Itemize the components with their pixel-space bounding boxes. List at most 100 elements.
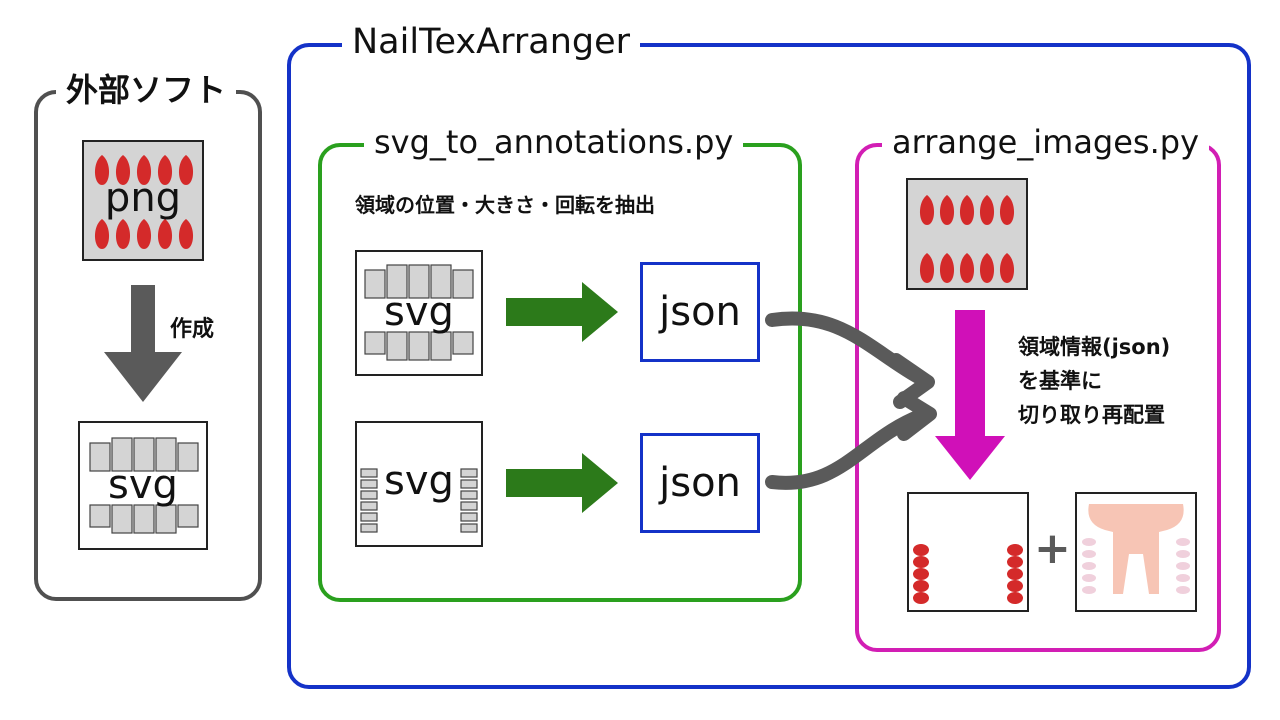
region-rect bbox=[89, 442, 111, 472]
nail-spot bbox=[1176, 550, 1190, 558]
create-arrow-icon bbox=[104, 285, 182, 402]
json-output-1-label: json bbox=[659, 289, 741, 335]
region-rect bbox=[460, 523, 478, 533]
region-rect bbox=[155, 437, 177, 472]
region-rect bbox=[460, 501, 478, 511]
region-rect bbox=[111, 504, 133, 534]
nail-shape bbox=[999, 195, 1015, 225]
magenta-down-arrow-icon bbox=[935, 310, 1005, 480]
svg-input-2-label: svg bbox=[384, 458, 454, 504]
nail-shape bbox=[94, 219, 110, 249]
source-nail-image bbox=[906, 178, 1028, 290]
nailtexarranger-title: NailTexArranger bbox=[342, 25, 641, 60]
png-label: png bbox=[104, 175, 182, 221]
svg-to-annotations-title: svg_to_annotations.py bbox=[364, 126, 744, 158]
region-rect bbox=[408, 264, 430, 299]
note-line-3: 切り取り再配置 bbox=[1018, 403, 1165, 427]
region-rect bbox=[364, 331, 386, 355]
png-nail-image: png bbox=[82, 140, 204, 261]
region-rect bbox=[386, 264, 408, 299]
nail-spot bbox=[1082, 574, 1096, 582]
nail-shape bbox=[913, 556, 929, 568]
nail-shape bbox=[1007, 580, 1023, 592]
note-line-2: を基準に bbox=[1018, 369, 1102, 393]
region-rect bbox=[360, 479, 378, 489]
region-rect bbox=[460, 490, 478, 500]
region-info-note: 領域情報(json) を基準に 切り取り再配置 bbox=[1018, 337, 1170, 439]
nail-shape bbox=[939, 195, 955, 225]
nail-shapes-icon bbox=[919, 195, 1015, 283]
region-rect bbox=[430, 264, 452, 299]
nail-shape bbox=[939, 253, 955, 283]
region-rect bbox=[430, 331, 452, 361]
region-rect bbox=[452, 331, 474, 355]
nail-spot bbox=[1176, 562, 1190, 570]
nail-shape bbox=[979, 253, 995, 283]
nail-shape bbox=[157, 219, 173, 249]
nail-shape bbox=[919, 253, 935, 283]
arranged-nail-texture bbox=[907, 492, 1029, 612]
region-rects-icon bbox=[364, 264, 474, 361]
nail-shape bbox=[913, 544, 929, 556]
nail-shapes-icon bbox=[94, 155, 194, 249]
nail-shape bbox=[919, 195, 935, 225]
nail-spot bbox=[1176, 538, 1190, 546]
create-label: 作成 bbox=[170, 317, 215, 342]
json-output-2-label: json bbox=[659, 460, 741, 506]
region-rect bbox=[360, 468, 378, 478]
green-arrow-1-icon bbox=[506, 282, 618, 342]
region-rect bbox=[360, 490, 378, 500]
nail-spot bbox=[1082, 538, 1096, 546]
nail-spot bbox=[1176, 586, 1190, 594]
extract-description: 領域の位置・大きさ・回転を抽出 bbox=[355, 193, 655, 217]
nail-shape bbox=[1007, 556, 1023, 568]
arrange-images-title: arrange_images.py bbox=[882, 126, 1210, 158]
region-rect bbox=[460, 468, 478, 478]
nail-shape bbox=[136, 155, 152, 185]
nail-shape bbox=[913, 568, 929, 580]
json-output-1: json bbox=[640, 262, 760, 362]
nailtexarranger-frame bbox=[287, 43, 1251, 689]
region-rect bbox=[386, 331, 408, 361]
region-rect bbox=[364, 269, 386, 299]
green-arrow-2-icon bbox=[506, 453, 618, 513]
json-output-2: json bbox=[640, 433, 760, 533]
external-software-title: 外部ソフト bbox=[56, 74, 237, 106]
region-rect bbox=[155, 504, 177, 534]
region-rect bbox=[177, 504, 199, 528]
svg-template-image: svg bbox=[78, 421, 208, 550]
nail-shape bbox=[115, 155, 131, 185]
region-rect bbox=[89, 504, 111, 528]
svg-input-1-label: svg bbox=[384, 289, 454, 335]
region-rect bbox=[133, 437, 155, 472]
region-rect bbox=[111, 437, 133, 472]
nail-shape bbox=[959, 253, 975, 283]
nail-shape bbox=[999, 253, 1015, 283]
nail-shape bbox=[115, 219, 131, 249]
region-rect bbox=[177, 442, 199, 472]
plus-sign: + bbox=[1034, 523, 1071, 574]
nail-shape bbox=[94, 155, 110, 185]
nail-shape bbox=[979, 195, 995, 225]
nail-spot bbox=[1082, 550, 1096, 558]
nail-shape bbox=[1007, 568, 1023, 580]
nail-shape bbox=[178, 219, 194, 249]
nail-shape bbox=[913, 592, 929, 604]
nail-shape bbox=[1007, 592, 1023, 604]
arranged-nails-icon bbox=[913, 544, 1023, 604]
hand-base-texture bbox=[1075, 492, 1197, 612]
nail-shape bbox=[1007, 544, 1023, 556]
region-rect bbox=[360, 512, 378, 522]
region-rect bbox=[360, 523, 378, 533]
nail-shape bbox=[959, 195, 975, 225]
nail-shape bbox=[157, 155, 173, 185]
region-rect bbox=[408, 331, 430, 361]
json-to-arrange-arrows-icon bbox=[765, 311, 937, 490]
region-rects-icon bbox=[360, 468, 478, 533]
note-line-1: 領域情報(json) bbox=[1018, 335, 1171, 359]
nail-shape bbox=[913, 580, 929, 592]
region-rects-icon bbox=[89, 437, 199, 534]
nail-spot bbox=[1176, 574, 1190, 582]
nail-shape bbox=[136, 219, 152, 249]
